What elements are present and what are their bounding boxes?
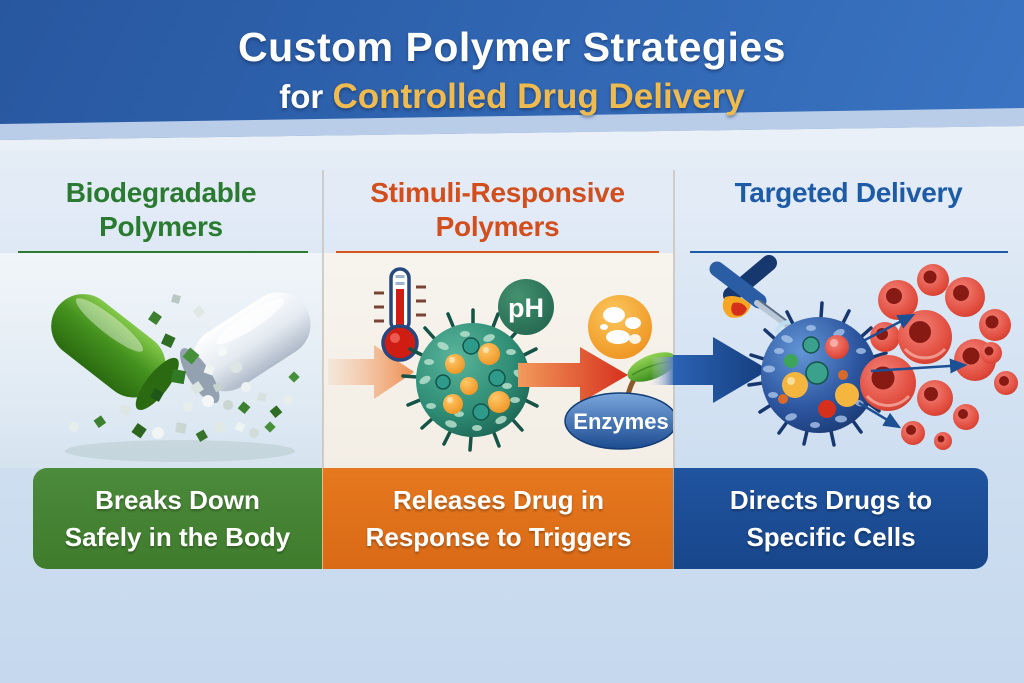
- nanoparticle-targeting-red-cells-icon: [673, 255, 1018, 450]
- column-divider-1: [322, 170, 324, 468]
- capsule-shadow: [65, 440, 295, 462]
- cell-targeting-arrows: [858, 313, 968, 429]
- underline-stimuli: [336, 251, 659, 253]
- page-subtitle: for Controlled Drug Delivery: [0, 77, 1024, 117]
- capsule-opening-dissolving-particles-icon: [51, 292, 311, 462]
- released-drug-droplets-icon: [588, 295, 652, 359]
- header-curve-decoration: [0, 108, 1024, 150]
- red-blood-cells-cluster: [860, 264, 1018, 450]
- header-band: Custom Polymer Strategies for Controlled…: [0, 0, 1024, 150]
- syringe-icon: [709, 255, 799, 334]
- underline-targeted: [690, 251, 1008, 253]
- column-divider-2: [673, 170, 675, 468]
- release-arrow-icon: [518, 347, 628, 403]
- spiky-nanoparticle-with-trigger-icons: pH Enzymes: [328, 267, 673, 452]
- targeting-arrow-tail: [652, 357, 673, 385]
- dissolving-particles: [69, 294, 300, 442]
- subtitle-prefix: for: [279, 78, 333, 115]
- page-title: Custom Polymer Strategies: [238, 24, 786, 70]
- targeting-arrow-icon: [673, 337, 769, 403]
- encapsulated-drug-dots: [778, 335, 859, 418]
- subtitle-highlight: Controlled Drug Delivery: [332, 77, 745, 116]
- targeted-nanoparticle: [747, 301, 891, 447]
- stimuli-nanoparticle: [401, 308, 545, 452]
- svg-text:Enzymes: Enzymes: [573, 409, 668, 434]
- column-title-biodegradable: Biodegradable Polymers: [65, 177, 257, 242]
- enzymes-badge-icon: Enzymes: [564, 352, 673, 450]
- ph-badge-icon: pH: [498, 279, 554, 335]
- svg-text:pH: pH: [508, 293, 544, 323]
- encapsulated-drug-dots: [435, 337, 510, 421]
- column-title-stimuli: Stimuli-Responsive Polymers: [370, 177, 625, 242]
- column-title-targeted: Targeted Delivery: [734, 177, 963, 208]
- capsule-green-half: [51, 294, 179, 411]
- temperature-thermometer-icon: [374, 267, 426, 362]
- underline-biodegradable: [18, 251, 308, 253]
